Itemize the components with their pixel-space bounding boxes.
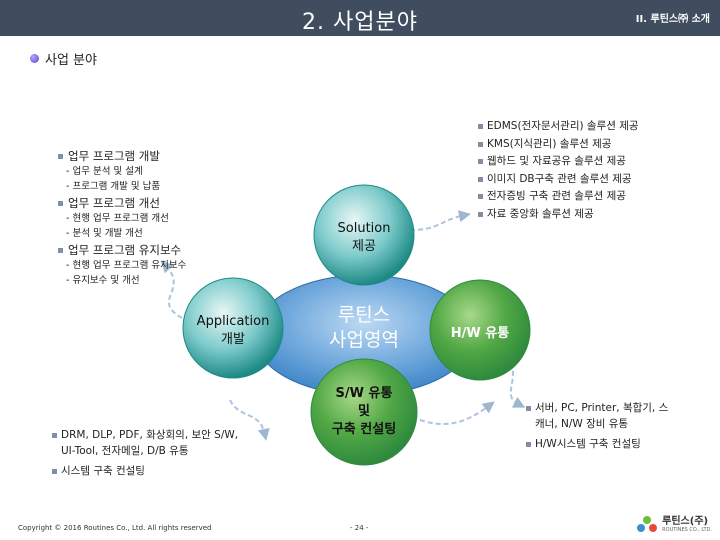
list-item-text: 서버, PC, Printer, 복합기, 스캐너, N/W 장비 유통 bbox=[535, 402, 669, 430]
page-title: 2. 사업분야 bbox=[302, 10, 418, 35]
list-item: - 프로그램 개발 및 납품 bbox=[66, 181, 161, 192]
solution-label-line2: 제공 bbox=[352, 239, 376, 254]
group-title-text: 업무 프로그램 개발 bbox=[68, 149, 160, 163]
list-item: - 업무 분석 및 설계 bbox=[66, 166, 143, 177]
bullet-square-icon bbox=[58, 201, 63, 206]
list-item: KMS(지식관리) 솔루션 제공 bbox=[478, 136, 639, 154]
list-item: EDMS(전자문서관리) 솔루션 제공 bbox=[478, 118, 639, 136]
center-label-line2: 사업영역 bbox=[329, 329, 399, 351]
sw-label-line3: 구축 컨설팅 bbox=[331, 422, 397, 437]
list-item: 시스템 구축 컨설팅 bbox=[52, 463, 242, 479]
bullet-square-icon bbox=[52, 433, 57, 438]
list-item-text: 자료 중앙화 솔루션 제공 bbox=[487, 207, 594, 220]
group-title-text: 업무 프로그램 유지보수 bbox=[68, 243, 182, 257]
arrow-solution-to-right-list bbox=[409, 210, 471, 231]
bullet-square-icon bbox=[478, 211, 483, 217]
logo-subtitle: ROUTINES CO., LTD. bbox=[662, 527, 712, 533]
list-item-text: DRM, DLP, PDF, 화상회의, 보안 S/W, UI-Tool, 전자… bbox=[61, 429, 239, 457]
application-label: Application 개발 bbox=[178, 313, 288, 349]
arrow-sw-to-left-list bbox=[229, 399, 270, 441]
hardware-services-list: 서버, PC, Printer, 복합기, 스캐너, N/W 장비 유통 H/W… bbox=[526, 400, 676, 452]
list-item: - 유지보수 및 개선 bbox=[66, 275, 140, 286]
list-item-text: 이미지 DB구축 관련 솔루션 제공 bbox=[487, 172, 632, 185]
section-title: 사업 분야 bbox=[45, 53, 97, 68]
application-label-line1: Application bbox=[196, 314, 270, 329]
center-label-line1: 루틴스 bbox=[337, 304, 391, 326]
application-label-line2: 개발 bbox=[221, 332, 245, 347]
bullet-square-icon bbox=[58, 154, 63, 159]
list-item: H/W시스템 구축 컨설팅 bbox=[526, 436, 676, 452]
group-title-text: 업무 프로그램 개선 bbox=[68, 196, 160, 210]
list-group-title: 업무 프로그램 유지보수 bbox=[58, 243, 186, 258]
bullet-square-icon bbox=[478, 124, 483, 129]
bullet-icon bbox=[30, 54, 39, 63]
list-item-text: 전자증빙 구축 관련 솔루션 제공 bbox=[487, 190, 626, 202]
list-item-text: KMS(지식관리) 솔루션 제공 bbox=[487, 137, 612, 150]
hw-circle bbox=[429, 279, 531, 381]
list-item-text: 시스템 구축 컨설팅 bbox=[61, 465, 145, 477]
list-item: - 현행 업무 프로그램 유지보수 bbox=[66, 260, 187, 271]
hw-label: H/W 유통 bbox=[430, 322, 530, 341]
bullet-square-icon bbox=[526, 406, 531, 411]
list-group-title: 업무 프로그램 개선 bbox=[58, 196, 186, 211]
list-group-title: 업무 프로그램 개발 bbox=[58, 149, 186, 164]
solution-services-list: EDMS(전자문서관리) 솔루션 제공 KMS(지식관리) 솔루션 제공 웹하드… bbox=[478, 118, 639, 223]
solution-label: Solution 제공 bbox=[314, 220, 414, 256]
list-item: 서버, PC, Printer, 복합기, 스캐너, N/W 장비 유통 bbox=[526, 400, 676, 432]
header-bar: 2. 사업분야 II. 루틴스㈜ 소개 bbox=[0, 0, 720, 36]
hw-label-line1: H/W 유통 bbox=[450, 326, 510, 341]
logo-icon bbox=[637, 516, 658, 532]
list-item: 이미지 DB구축 관련 솔루션 제공 bbox=[478, 171, 639, 189]
bullet-square-icon bbox=[52, 469, 57, 474]
list-item: DRM, DLP, PDF, 화상회의, 보안 S/W, UI-Tool, 전자… bbox=[52, 427, 242, 459]
bullet-square-icon bbox=[526, 442, 531, 447]
chapter-label: II. 루틴스㈜ 소개 bbox=[635, 14, 710, 25]
application-circle bbox=[182, 277, 284, 379]
list-item: - 분석 및 개발 개선 bbox=[66, 228, 143, 239]
bullet-square-icon bbox=[58, 248, 63, 253]
section-heading: 사업 분야 bbox=[30, 49, 97, 68]
list-item-text: 웹하드 및 자료공유 솔루션 제공 bbox=[487, 155, 626, 167]
list-item: 웹하드 및 자료공유 솔루션 제공 bbox=[478, 153, 639, 171]
list-item: 자료 중앙화 솔루션 제공 bbox=[478, 206, 639, 224]
bullet-square-icon bbox=[478, 176, 483, 182]
program-services-list: 업무 프로그램 개발 - 업무 분석 및 설계 - 프로그램 개발 및 납품 업… bbox=[58, 147, 186, 288]
copyright-text: Copyright © 2016 Routines Co., Ltd. All … bbox=[18, 524, 212, 532]
list-item-text: EDMS(전자문서관리) 솔루션 제공 bbox=[487, 120, 639, 132]
solution-circle bbox=[313, 184, 415, 286]
software-services-list: DRM, DLP, PDF, 화상회의, 보안 S/W, UI-Tool, 전자… bbox=[52, 427, 242, 479]
sw-circle bbox=[310, 358, 418, 466]
sw-label-line1: S/W 유통 bbox=[335, 386, 393, 401]
sw-label-line2: 및 bbox=[358, 404, 370, 419]
bullet-square-icon bbox=[478, 194, 483, 199]
arrow-app-to-left-list bbox=[160, 260, 183, 319]
list-item: 전자증빙 구축 관련 솔루션 제공 bbox=[478, 188, 639, 206]
bullet-square-icon bbox=[478, 159, 483, 164]
center-label: 루틴스 사업영역 bbox=[304, 303, 424, 353]
arrow-hw-to-right-list bbox=[509, 354, 526, 408]
list-item-text: H/W시스템 구축 컨설팅 bbox=[535, 438, 641, 450]
page-number: - 24 - bbox=[350, 524, 369, 532]
sw-label: S/W 유통 및 구축 컨설팅 bbox=[309, 385, 419, 439]
list-item: - 현행 업무 프로그램 개선 bbox=[66, 213, 169, 224]
bullet-square-icon bbox=[478, 141, 483, 147]
logo-name: 루틴스(주) bbox=[662, 516, 709, 527]
solution-label-line1: Solution bbox=[337, 221, 391, 236]
arrow-sw-to-hw bbox=[419, 401, 495, 425]
company-logo: 루틴스(주) ROUTINES CO., LTD. bbox=[636, 514, 712, 536]
